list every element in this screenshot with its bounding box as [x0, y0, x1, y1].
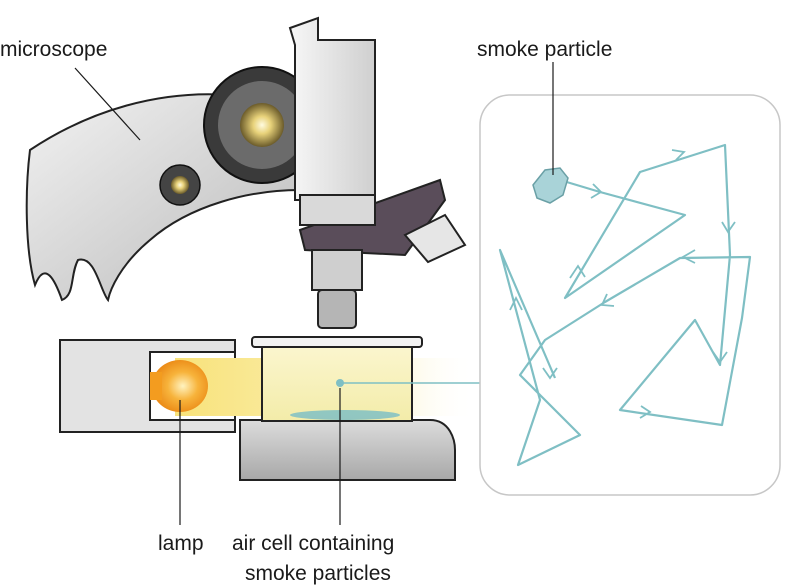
lamp-label: lamp — [158, 532, 204, 555]
smoke-sample — [290, 410, 400, 420]
objective-lens-lower — [317, 289, 357, 329]
air-cell-label-line2: smoke particles — [245, 562, 391, 585]
smoke-particle-icon — [532, 167, 569, 204]
side-objective — [403, 213, 467, 264]
smoke-particle-label: smoke particle — [477, 38, 612, 61]
fine-knob-center — [171, 176, 189, 194]
brownian-path — [498, 143, 752, 467]
stage-assembly — [239, 336, 480, 481]
path-arrows — [509, 149, 736, 419]
lamp-bulb-icon — [152, 360, 208, 412]
objective-lens-upper — [311, 249, 363, 291]
tube-collar — [299, 194, 376, 226]
view-panel — [479, 94, 781, 496]
cover-slip — [251, 336, 423, 348]
lamp-socket — [150, 372, 162, 400]
microscope-label: microscope — [0, 38, 107, 61]
magnified-view — [479, 94, 781, 496]
air-cell-label-line1: air cell containing — [232, 532, 394, 555]
microscope-tube — [288, 16, 376, 201]
microscope-leader — [74, 67, 141, 141]
focus-knob-center — [240, 103, 284, 147]
microscope — [25, 16, 467, 329]
microscope-stage — [239, 419, 456, 481]
